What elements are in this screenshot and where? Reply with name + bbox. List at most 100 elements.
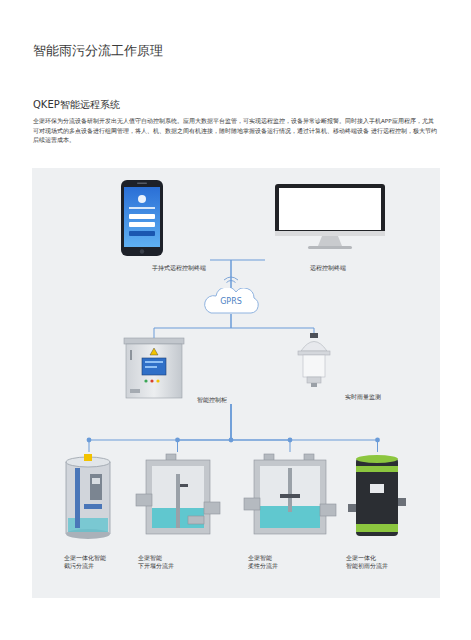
well-figure-3-part (280, 494, 300, 498)
device-label: 实时雨量监测 (345, 393, 381, 401)
connector-line (231, 260, 265, 288)
connector-line (210, 260, 231, 288)
well-figure-1-part (92, 478, 100, 484)
well-figure-1-part (90, 474, 102, 500)
device-label: 全渠一体化智能 截污分流井 (64, 554, 110, 570)
well-figure-4-part (348, 504, 356, 512)
connector-line (231, 404, 378, 452)
device-label: 远程控制终端 (310, 264, 346, 272)
well-figure-3 (244, 454, 336, 534)
well-figure-1-part (84, 454, 92, 461)
phone-figure (121, 180, 163, 256)
monitor-figure-part (308, 246, 352, 249)
cabinet-figure-part (126, 344, 182, 398)
connector-line (231, 404, 290, 452)
well-figure-4-part (356, 458, 398, 536)
well-figure-4-part (356, 466, 398, 472)
phone-figure-part (121, 180, 163, 256)
phone-figure-part (129, 207, 155, 209)
well-figure-3-part (254, 460, 326, 534)
connector-line (231, 314, 314, 333)
rain-gauge-figure-part (303, 355, 325, 377)
cabinet-figure-part (145, 366, 157, 368)
phone-figure-part (138, 195, 146, 203)
phone-figure-part (129, 222, 155, 227)
rain-gauge-figure-part (311, 383, 317, 387)
rain-gauge-figure-part (307, 377, 321, 383)
network-label: GPRS (220, 295, 242, 308)
phone-figure-part (129, 231, 155, 236)
section-heading: QKEP智能远程系统 (33, 98, 413, 111)
page-title: 智能雨污分流工作原理 (33, 42, 163, 60)
connector-line (178, 404, 232, 452)
cabinet-figure-part (150, 379, 153, 382)
well-figure-4-part (370, 484, 384, 493)
monitor-figure (275, 184, 385, 249)
well-figure-2-part (152, 466, 204, 528)
well-figure-1-part (75, 468, 80, 528)
cabinet-figure-part (150, 348, 158, 355)
cabinet-figure-part (144, 379, 147, 382)
cabinet-figure-part (145, 361, 163, 363)
well-figure-4-part (398, 498, 406, 506)
phone-figure-part (137, 183, 147, 185)
description-text: 全渠环保为分流设备研制开发出无人值守自动控制系统。应用大数据平台监管，可实现远程… (33, 117, 438, 146)
device-label: 全渠智能 下开堰分流井 (138, 554, 184, 570)
cloud-outline-path (205, 288, 259, 313)
well-figure-3-part (288, 468, 292, 512)
well-figure-2-part (176, 474, 180, 528)
well-figure-1-part (84, 504, 102, 509)
well-figure-4-part (356, 524, 398, 532)
well-figure-3-part (320, 504, 336, 516)
rain-gauge-figure-part (298, 351, 330, 355)
cabinet-figure-part (142, 358, 166, 375)
well-figure-1 (66, 454, 110, 539)
rain-gauge-figure-part (301, 342, 327, 352)
well-figure-2-part (204, 502, 220, 514)
device-node: 全渠智能 下开堰分流井 (130, 452, 225, 570)
connector-line (89, 404, 231, 452)
device-label: 全渠智能 柔性分流井 (248, 554, 294, 570)
well-figure-1-part (66, 462, 110, 534)
device-node: 实时雨量监测 (285, 333, 385, 401)
cabinet-figure-part (124, 338, 184, 344)
device-label: 智能控制柜 (197, 396, 227, 404)
monitor-figure-part (279, 188, 381, 230)
background-panel (32, 168, 440, 598)
cabinet-figure-part (156, 379, 159, 382)
well-figure-2-part (180, 484, 188, 487)
phone-figure-part (129, 214, 155, 219)
well-figure-3-part (260, 466, 320, 528)
well-figure-1-part (66, 462, 110, 534)
monitor-figure-part (275, 231, 385, 236)
device-label: 手持式远程控制终端 (152, 264, 206, 272)
well-figure-2-part (146, 460, 210, 534)
phone-figure-part (140, 249, 144, 253)
device-label: 全渠一体化 智能初雨分流井 (346, 554, 392, 570)
device-node: 全渠一体化 智能初雨分流井 (340, 452, 415, 570)
cabinet-figure-part (130, 350, 132, 360)
monitor-figure-part (275, 184, 385, 236)
network-cloud: GPRS (199, 288, 263, 314)
device-node: 全渠一体化智能 截污分流井 (58, 452, 120, 570)
cabinet-figure-part (130, 389, 140, 393)
well-figure-3-part (244, 498, 260, 510)
device-node: 智能控制柜 (118, 338, 236, 404)
well-figure-2-part (188, 516, 204, 524)
monitor-figure-part (318, 236, 342, 246)
device-node: 手持式远程控制终端 (110, 178, 210, 272)
well-figure-2 (136, 454, 220, 534)
device-node: 全渠智能 柔性分流井 (240, 452, 340, 570)
well-figure-4 (348, 455, 406, 536)
rain-gauge-figure-part (310, 333, 318, 338)
device-node: 远程控制终端 (265, 178, 390, 272)
well-figure-2-part (136, 494, 152, 506)
well-figure-4-part (356, 455, 398, 463)
phone-figure-part (124, 187, 160, 247)
connector-line (154, 314, 231, 338)
rain-gauge-figure (298, 333, 330, 387)
well-figure-1-part (68, 518, 108, 532)
